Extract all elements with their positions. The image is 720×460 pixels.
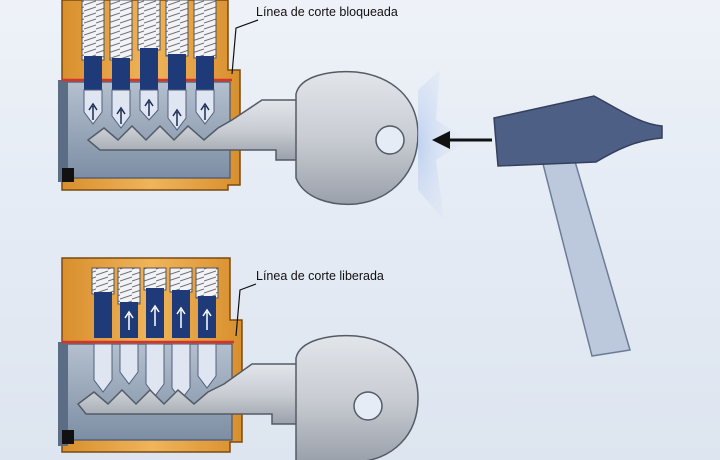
bottom-pin-stack	[91, 267, 115, 393]
bottom-lock-retainer	[62, 430, 74, 444]
top-key-blade	[86, 99, 301, 161]
bottom-pin-stack	[117, 267, 141, 385]
bottom-pin-stack	[143, 267, 167, 397]
label-shear-line-blocked: Línea de corte bloqueada	[231, 5, 398, 75]
key-icon	[295, 70, 419, 206]
bottom-lock	[58, 257, 419, 460]
bottom-key-blade	[76, 363, 301, 425]
top-pin-stack	[137, 0, 161, 121]
top-lock	[58, 0, 419, 206]
arrow-left-icon	[432, 131, 492, 149]
hammer-handle	[541, 157, 631, 357]
label-top-text: Línea de corte bloqueada	[256, 5, 398, 19]
bottom-pin-stack	[195, 267, 219, 389]
top-lock-front-plate	[58, 80, 68, 182]
top-pin-stack	[193, 0, 217, 125]
key-icon	[295, 334, 419, 460]
top-pin-stack	[165, 0, 189, 131]
top-pin-stack	[81, 0, 105, 125]
bottom-pin-stacks	[91, 267, 219, 401]
top-pin-stack	[109, 0, 133, 129]
hammer-head	[493, 95, 663, 167]
bottom-lock-front-plate	[58, 342, 68, 446]
label-shear-line-released: Línea de corte liberada	[235, 269, 384, 337]
top-pin-stacks	[81, 0, 217, 131]
label-bottom-text: Línea de corte liberada	[256, 269, 384, 283]
top-lock-retainer	[62, 168, 74, 182]
hammer-icon	[493, 95, 663, 357]
bottom-pin-stack	[169, 267, 193, 401]
